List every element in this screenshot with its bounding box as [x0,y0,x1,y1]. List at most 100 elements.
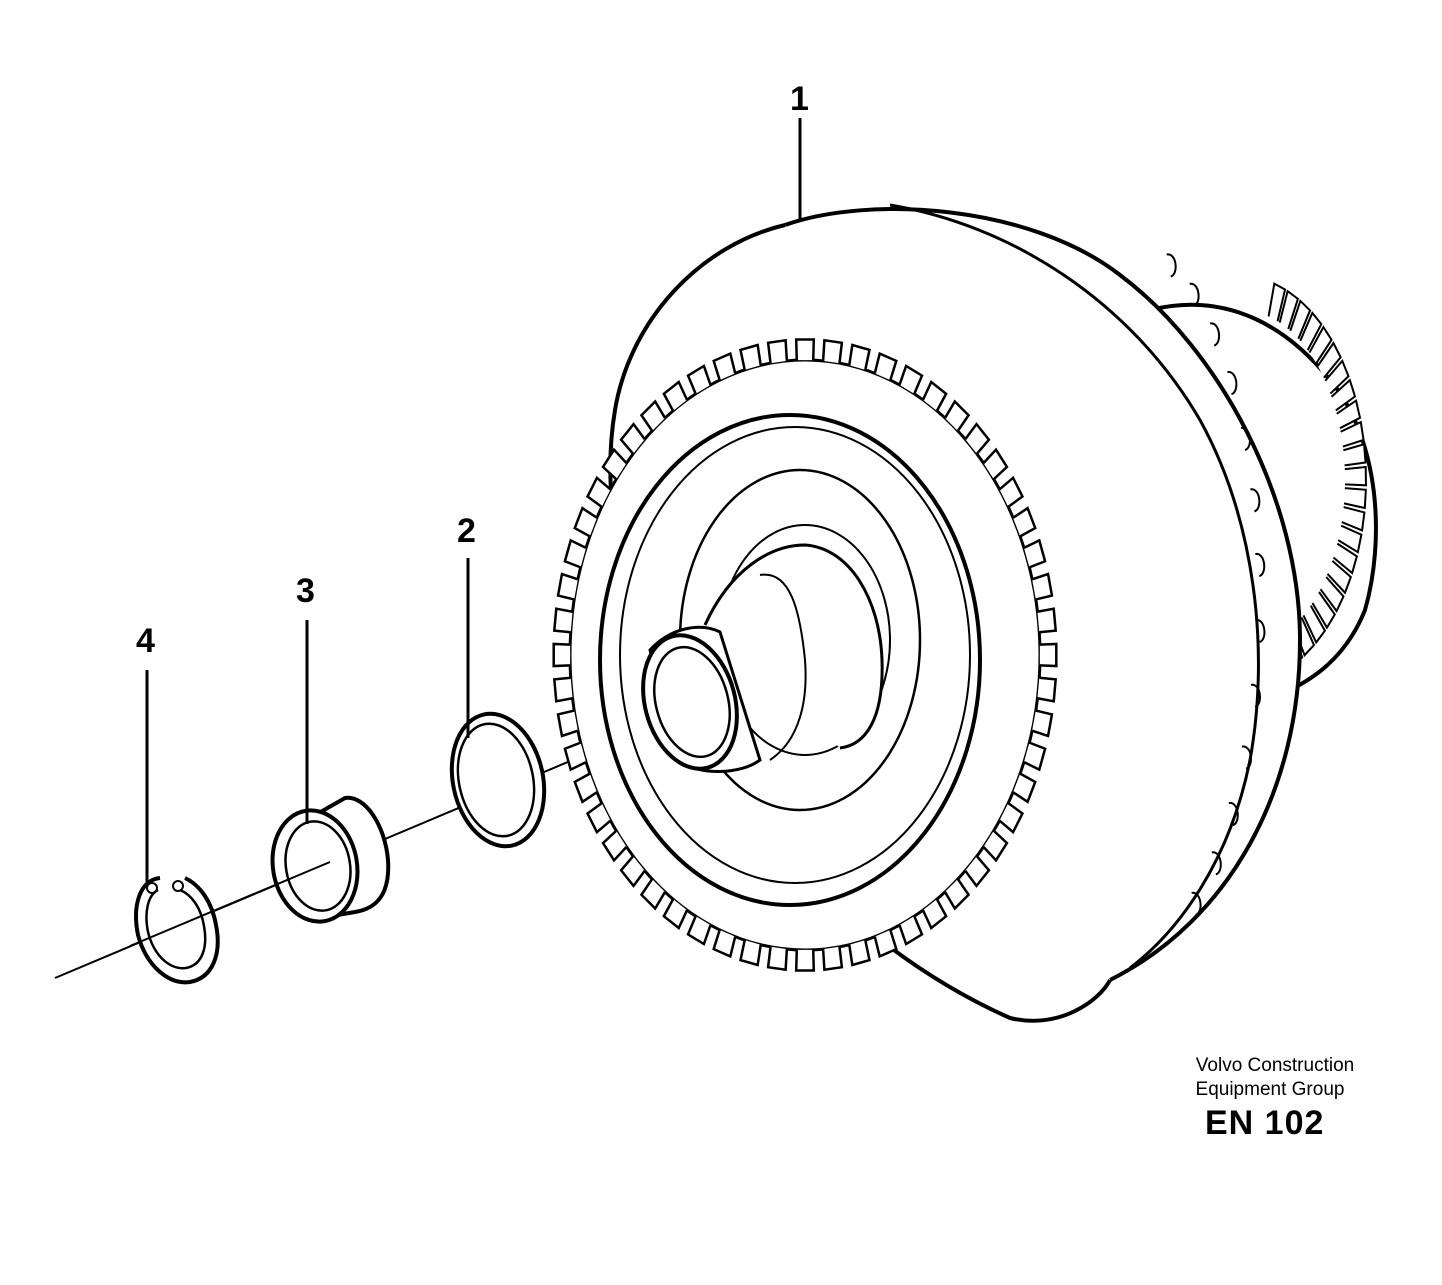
rear-gear-tooth [1267,282,1287,322]
front-gear-tooth [573,506,598,538]
front-gear-tooth [585,802,612,835]
front-gear-tooth [821,338,844,364]
rear-gear-tooth [1344,465,1367,487]
rear-gear-tooth [1308,325,1333,364]
rear-gear-tooth [1337,524,1363,554]
front-gear-tooth [794,949,816,972]
callout-2: 2 [457,512,476,550]
front-gear-tooth [601,447,628,481]
front-gear-tooth [982,447,1009,481]
part-4-retaining-ring [134,876,220,985]
drum-slot [1189,282,1200,307]
drum-slot [1166,253,1177,278]
front-gear-tooth [552,607,573,634]
front-gear-tooth [964,855,991,888]
rear-gear-tooth [1343,487,1367,510]
front-gear-tooth [1023,741,1047,772]
front-gear-tooth [964,422,991,455]
drum-slot [1250,488,1261,513]
front-gear-tooth [998,802,1025,835]
front-gear-tooth [662,380,689,412]
front-gear-tooth [873,929,898,959]
rear-gear-tooth [1278,289,1300,330]
callout-3: 3 [296,572,315,610]
front-gear-tooth [1031,709,1054,738]
front-gear-tooth [1023,538,1047,569]
rear-gear-tooth [1324,358,1350,395]
company-name-line2: Equipment Group [1195,1079,1345,1100]
drum-slot [1228,802,1239,827]
rear-gear-tooth [1341,506,1366,532]
front-gear-tooth [552,676,573,703]
drum-slot [1227,371,1238,396]
rear-gear-tooth [1289,299,1312,340]
hub [641,468,922,812]
rear-gear-tooth [1317,341,1342,379]
front-gear-tooth [556,709,579,738]
part-3-bushing [270,795,391,924]
front-gear-tooth [712,929,737,959]
front-gear-tooth [639,399,667,432]
front-gear-tooth [739,939,762,967]
rear-gear-tooth [1343,442,1367,467]
front-gear-tooth [563,741,587,772]
front-gear-tooth [601,829,628,863]
front-gear-tooth [1012,772,1037,804]
front-gear-tooth [739,343,762,371]
part-1-gear-assembly [552,203,1378,1023]
front-gear-tooth [1037,607,1058,634]
leader-lines [145,118,802,884]
front-gear-tooth [821,946,844,972]
drum-slot [1255,618,1266,643]
front-gear-tooth [848,343,871,371]
front-gear-tooth [1037,676,1058,703]
front-gear-tooth [563,538,587,569]
rear-gear-tooth [1326,560,1353,595]
drum-slot [1211,851,1222,876]
drum-slot [1240,427,1251,452]
drum-slot [1191,891,1202,916]
rear-gear-tooth [1302,605,1327,645]
front-gear-tooth [585,475,612,508]
front-gear-tooth [898,915,924,946]
rear-gear-tooth [1332,542,1359,575]
rear-gear-tooth [1319,576,1345,613]
front-gear-tooth [1039,642,1058,668]
axis-through-parts [129,861,331,947]
drum-slot [1255,553,1266,578]
callout-1: 1 [790,80,809,118]
front-gear-tooth [712,351,737,381]
company-name-line1: Volvo Construction [1195,1055,1355,1076]
front-gear-tooth [1012,506,1037,538]
front-gear-tooth [639,878,667,911]
front-gear-tooth [552,642,571,668]
front-gear-tooth [998,475,1025,508]
front-gear-tooth [921,380,948,412]
front-gear-tooth [943,878,971,911]
callout-4: 4 [136,622,155,660]
front-gear-tooth [1031,572,1054,601]
drum-slot [1250,683,1261,708]
front-gear-tooth [556,572,579,601]
front-gear-tooth [662,898,689,930]
front-gear-tooth [766,946,789,972]
part-2-seal-ring [449,711,547,849]
front-gear-tooth [619,855,646,888]
front-gear-tooth [619,422,646,455]
rear-gear-tooth [1336,398,1362,430]
drum-slot [1209,322,1221,347]
drum-slot [1241,745,1252,770]
drawing-code: EN 102 [1205,1104,1325,1142]
front-gear-tooth [898,364,924,395]
front-gear-tooth [921,898,948,930]
front-gear-tooth [686,915,712,946]
front-gear-tooth [873,351,898,381]
rear-gear-tooth [1311,591,1336,630]
front-gear-tooth [573,772,598,804]
front-gear-tooth [686,364,712,395]
front-gear-tooth [766,338,789,364]
drum-inner-band [889,203,1260,970]
front-gear-tooth [943,399,971,432]
front-gear-tooth [848,939,871,967]
